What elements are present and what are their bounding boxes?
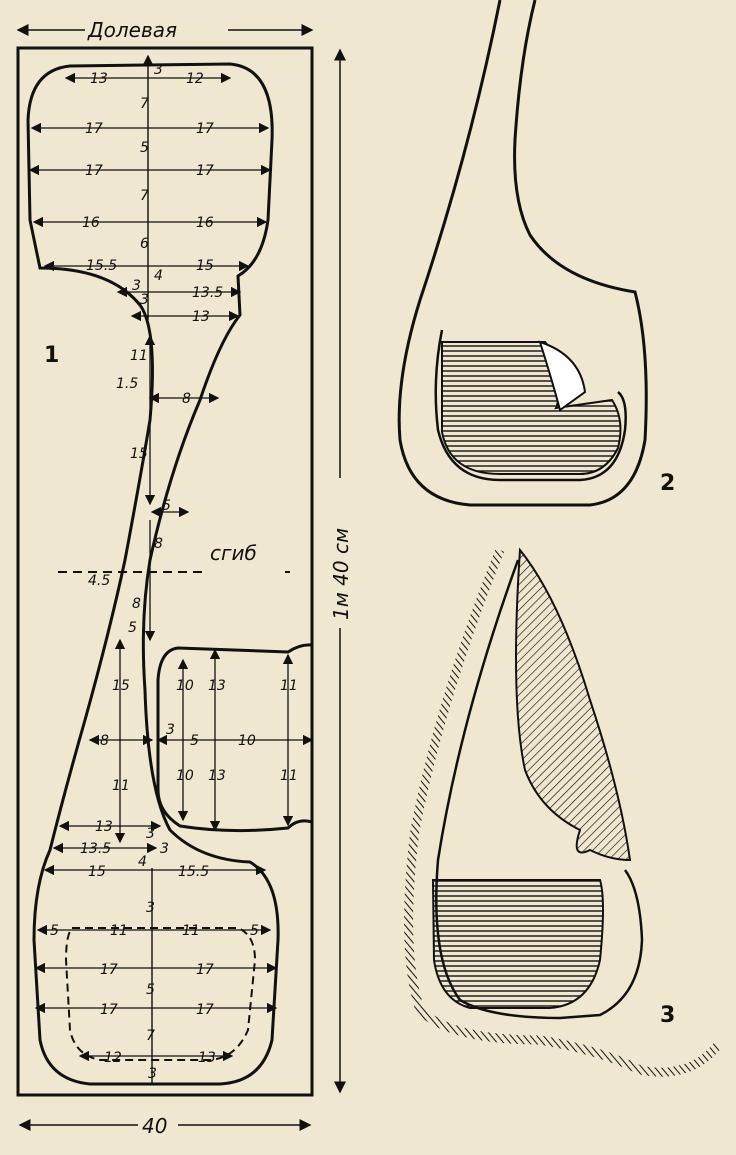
slipper-sole-outline (26, 62, 280, 1086)
m-top-r7-b: 13 (192, 309, 210, 325)
m-bot-r7-a: 12 (104, 1050, 122, 1066)
m-top-r3-b: 5 (140, 140, 149, 156)
fig2-outer-outline (397, 0, 648, 507)
fig3-pocket (431, 879, 604, 1009)
figure-2-slipper: 2 (397, 0, 675, 507)
m-pocket-3: 3 (166, 722, 175, 738)
m-low-11: 11 (112, 778, 130, 794)
m-top-r4-a: 16 (82, 215, 100, 231)
m-top-r1-a: 13 (90, 71, 108, 87)
m-top-r4-c: 16 (196, 215, 214, 231)
m-pocket-10a: 10 (176, 678, 194, 694)
top-measure-lines (28, 72, 314, 1062)
m-pocket-13a: 13 (208, 678, 226, 694)
m-bot-r3-c: 15.5 (178, 864, 209, 880)
m-pocket-10b: 10 (238, 733, 256, 749)
top-measurements: 13 3 12 17 7 17 17 5 17 16 7 16 15.5 6 1… (82, 62, 223, 325)
m-top-r2-a: 17 (85, 121, 103, 137)
m-bot-r8-a: 3 (148, 1066, 157, 1082)
m-pocket-13b: 13 (208, 768, 226, 784)
m-bot-r3-b: 4 (138, 854, 147, 870)
m-low-8: 8 (100, 733, 109, 749)
m-top-r5-c: 15 (196, 258, 214, 274)
lower-measurements: 15 8 11 10 13 11 3 5 10 10 13 11 (100, 678, 298, 794)
inner-dashed-outline (64, 927, 257, 1061)
m-mid-8b: 8 (154, 536, 163, 552)
m-bot-r4-b: 11 (110, 923, 128, 939)
width-label: 40 (142, 1114, 167, 1138)
m-top-r6-a: 3 (132, 278, 141, 294)
m-bot-r5-a: 17 (100, 962, 118, 978)
m-bot-r4-a: 5 (50, 923, 59, 939)
grain-label: Долевая (87, 18, 177, 42)
heel-piece-outline (156, 643, 314, 833)
m-top-r3-c: 17 (196, 163, 214, 179)
m-pocket-11b: 11 (280, 768, 298, 784)
m-mid-5b: 5 (128, 620, 137, 636)
m-mid-5: 5 (162, 498, 171, 514)
m-top-r6-c: 13.5 (192, 285, 223, 301)
fig2-pocket (441, 341, 622, 475)
m-top-r5-a: 15.5 (86, 258, 117, 274)
m-pocket-11a: 11 (280, 678, 298, 694)
m-top-r5-b: 6 (140, 236, 149, 252)
m-bot-r4-d: 11 (182, 923, 200, 939)
m-mid-8: 8 (182, 391, 191, 407)
width-label-bg (138, 1112, 178, 1136)
fold-label: сгиб (210, 541, 257, 565)
m-top-r1-b: 3 (154, 62, 163, 78)
m-bot-r3-a: 15 (88, 864, 106, 880)
m-top-r7-a: 3 (140, 292, 149, 308)
m-mid-1-5: 1.5 (116, 376, 138, 392)
m-bot-r1-a: 13 (95, 819, 113, 835)
m-bot-r2-b: 3 (146, 826, 155, 842)
fabric-rectangle (16, 46, 314, 1097)
figure-3-slipper: 3 (404, 547, 722, 1077)
m-bot-r6-a: 17 (100, 1002, 118, 1018)
m-bot-r6-c: 17 (196, 1002, 214, 1018)
m-top-r2-c: 17 (196, 121, 214, 137)
m-bot-r2-c: 3 (160, 841, 169, 857)
fig3-lining (515, 547, 632, 862)
m-bot-r6-b: 5 (146, 982, 155, 998)
figure-number-2: 2 (660, 471, 675, 496)
m-bot-r5-b: 17 (196, 962, 214, 978)
m-top-r3-a: 17 (85, 163, 103, 179)
figure-number-1: 1 (44, 343, 59, 368)
m-mid-8c: 8 (132, 596, 141, 612)
m-top-r2-b: 7 (140, 96, 149, 112)
length-label-bg (330, 478, 352, 628)
m-bot-r4-e: 5 (250, 923, 259, 939)
m-mid-4-5: 4.5 (88, 573, 110, 589)
m-top-r6-b: 4 (154, 268, 163, 284)
m-top-r1-c: 12 (186, 71, 204, 87)
m-mid-15: 15 (130, 446, 148, 462)
m-low-15: 15 (112, 678, 130, 694)
bottom-measurements: 13 13.5 3 3 15 4 15.5 5 11 3 11 5 17 17 … (50, 819, 259, 1082)
fig2-inner-outline (434, 329, 627, 482)
m-bot-r4-c: 3 (146, 900, 155, 916)
length-label: 1м 40 см (329, 528, 353, 620)
fig3-edge-binding (404, 548, 722, 1077)
middle-measurements: 11 1.5 8 15 5 8 4.5 8 5 (88, 348, 191, 636)
m-bot-r2-a: 13.5 (80, 841, 111, 857)
m-bot-r7-c: 13 (198, 1050, 216, 1066)
fig2-pocket-flap (538, 340, 587, 412)
figure-number-3: 3 (660, 1003, 675, 1028)
m-pocket-5: 5 (190, 733, 199, 749)
m-pocket-10c: 10 (176, 768, 194, 784)
m-bot-r7-b: 7 (146, 1028, 155, 1044)
m-mid-11: 11 (130, 348, 148, 364)
m-top-r4-b: 7 (140, 188, 149, 204)
